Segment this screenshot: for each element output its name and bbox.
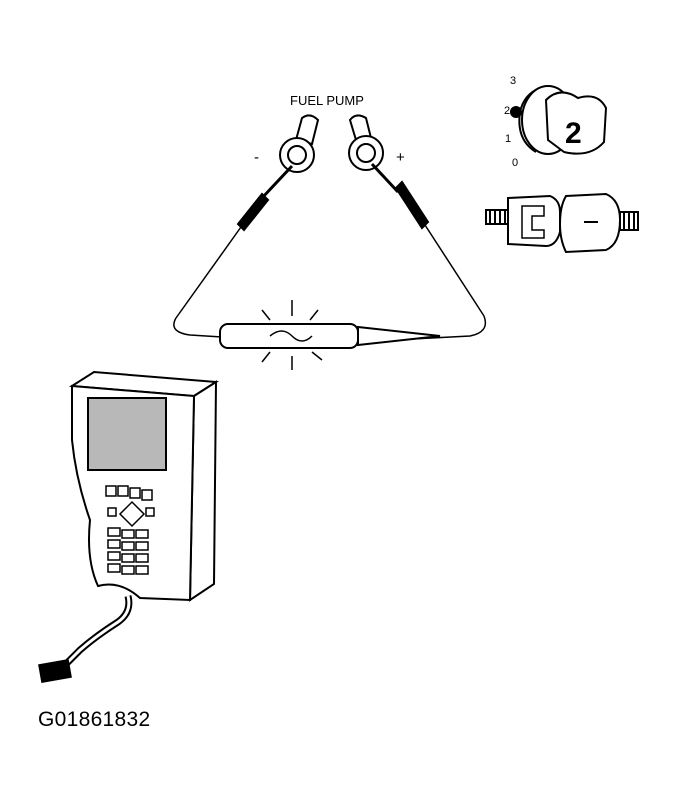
lamp-glow-rays [261,300,323,370]
key-position-3: 3 [510,75,516,87]
key-position-2: 2 [504,105,510,117]
connector-assembly [485,192,639,254]
positive-terminal-label: + [396,149,405,166]
scan-tool-keypad [105,485,155,575]
key-number: 2 [565,117,582,150]
figure-id: G01861832 [38,708,151,731]
ignition-key [510,85,608,155]
key-position-0: 0 [512,157,518,169]
negative-terminal [279,114,320,173]
scan-tool-cable [38,595,133,684]
fuel-pump-label: FUEL PUMP [290,93,364,108]
test-lamp [219,323,441,349]
positive-test-lead [355,162,487,343]
key-position-1: 1 [505,133,511,145]
scan-tool-screen [87,397,167,471]
negative-terminal-label: - [254,149,259,166]
positive-terminal [348,114,384,171]
scan-tool [68,370,220,602]
negative-test-lead [173,164,294,338]
